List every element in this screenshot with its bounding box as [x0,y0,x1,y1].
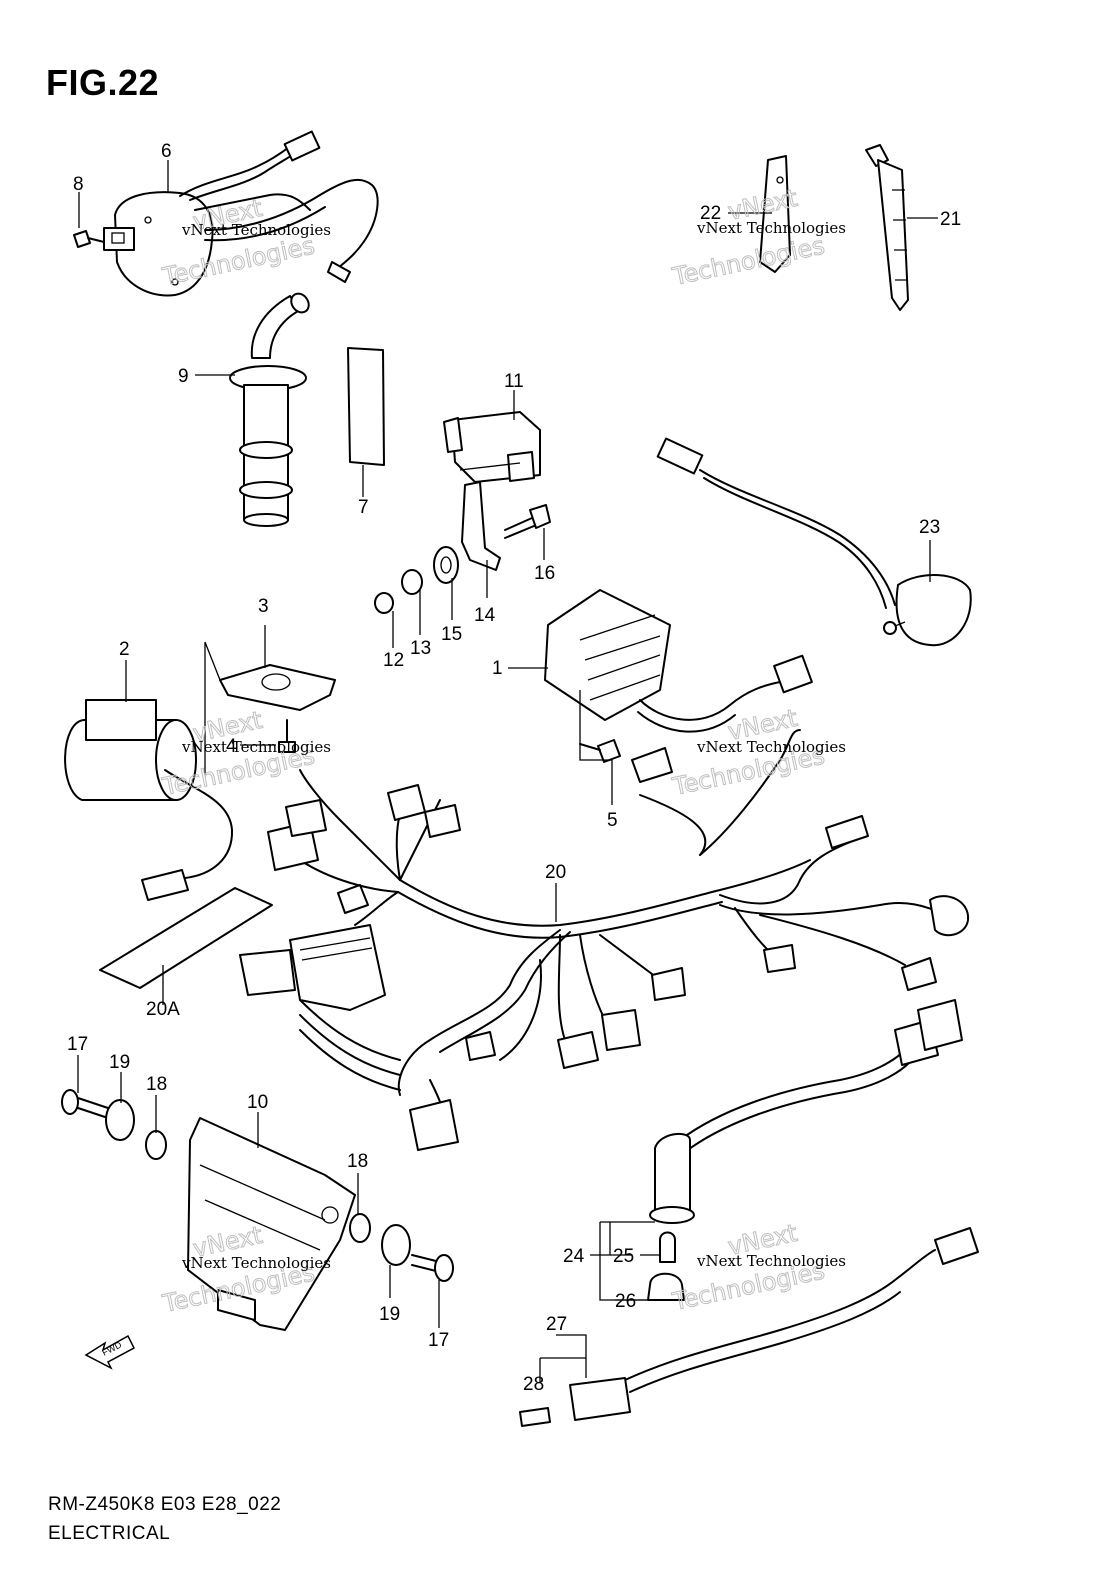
svg-text:Technologies: Technologies [669,231,827,291]
plug-cap-2-part[interactable] [649,999,963,1224]
svg-text:vNext Technologies: vNext Technologies [696,1252,846,1270]
callout-28: 28 [523,1374,544,1395]
fuse-connector-part[interactable] [519,1227,979,1427]
sensor-part[interactable] [656,437,972,647]
callout-23: 23 [919,517,940,538]
callout-19a: 19 [109,1052,130,1073]
regulator-bolt-part[interactable] [579,739,621,763]
cable-tie-part[interactable] [865,144,909,311]
callout-14: 14 [474,605,496,626]
forward-arrow-icon: FWD [84,1334,135,1370]
svg-text:vNext Technologies: vNext Technologies [696,219,846,237]
callout-25: 25 [613,1246,634,1267]
callout-24: 24 [563,1246,585,1267]
callout-15: 15 [441,624,462,645]
condenser-bracket-part[interactable] [219,664,336,711]
svg-text:vNext Technologies: vNext Technologies [181,221,331,239]
callout-1: 1 [492,658,503,679]
plug-cap-part[interactable] [229,290,312,527]
callout-18a: 18 [146,1074,167,1095]
callout-12: 12 [383,650,404,671]
svg-text:vNext Technologies: vNext Technologies [696,738,846,756]
leader-lines [77,160,938,1382]
svg-text:vNext Technologies: vNext Technologies [181,1254,331,1272]
ecm-unit-part[interactable] [187,1117,356,1331]
callout-labels: 6 8 9 7 11 14 16 15 13 12 3 2 4 1 5 23 2… [67,141,961,1395]
figure-title: FIG.22 [46,62,160,103]
grommet-set-lower[interactable] [349,1213,454,1282]
callout-21: 21 [940,209,961,230]
wiring-harness-part[interactable] [239,729,970,1151]
bracket-screw-part[interactable] [278,719,296,753]
callout-6: 6 [161,141,172,162]
starter-relay-part[interactable] [443,411,541,483]
callout-5: 5 [607,810,618,831]
callout-13: 13 [410,638,431,659]
regulator-rectifier-part[interactable] [544,589,813,733]
grommet-part[interactable] [433,546,459,584]
callout-9: 9 [178,366,189,387]
insulation-sheet-part[interactable] [347,347,385,466]
bulb-part[interactable] [659,1231,676,1263]
svg-text:vNext Technologies: vNext Technologies [181,738,331,756]
callout-10: 10 [247,1092,268,1113]
callout-2: 2 [119,639,130,660]
wire-clamp-part[interactable] [759,155,791,273]
callout-19b: 19 [379,1304,400,1325]
section-title: ELECTRICAL [48,1523,171,1544]
callout-3: 3 [258,596,269,617]
callout-18b: 18 [347,1151,368,1172]
callout-22: 22 [700,203,721,224]
callout-17a: 17 [67,1034,88,1055]
callout-11: 11 [504,371,524,392]
callout-20a: 20A [146,999,180,1020]
callout-4: 4 [226,736,237,757]
callout-27: 27 [546,1314,567,1335]
callout-16: 16 [534,563,555,584]
relay-bracket-part[interactable] [461,481,501,571]
socket-part[interactable] [647,1272,685,1301]
coil-bolt-part[interactable] [73,230,105,248]
ignition-coil-part[interactable] [103,130,379,297]
harness-sheet-part[interactable] [99,887,273,989]
model-code: RM-Z450K8 E03 E28_022 [48,1494,282,1515]
grommet-set-upper[interactable] [61,1089,167,1160]
bracket-bolt-part[interactable] [504,504,551,539]
callout-8: 8 [73,174,84,195]
callout-17b: 17 [428,1330,449,1351]
callout-20: 20 [545,862,566,883]
washer-part[interactable] [401,569,423,595]
nut-part[interactable] [374,592,394,614]
callout-26: 26 [615,1291,636,1312]
condenser-part[interactable] [64,699,234,901]
callout-7: 7 [358,497,369,518]
